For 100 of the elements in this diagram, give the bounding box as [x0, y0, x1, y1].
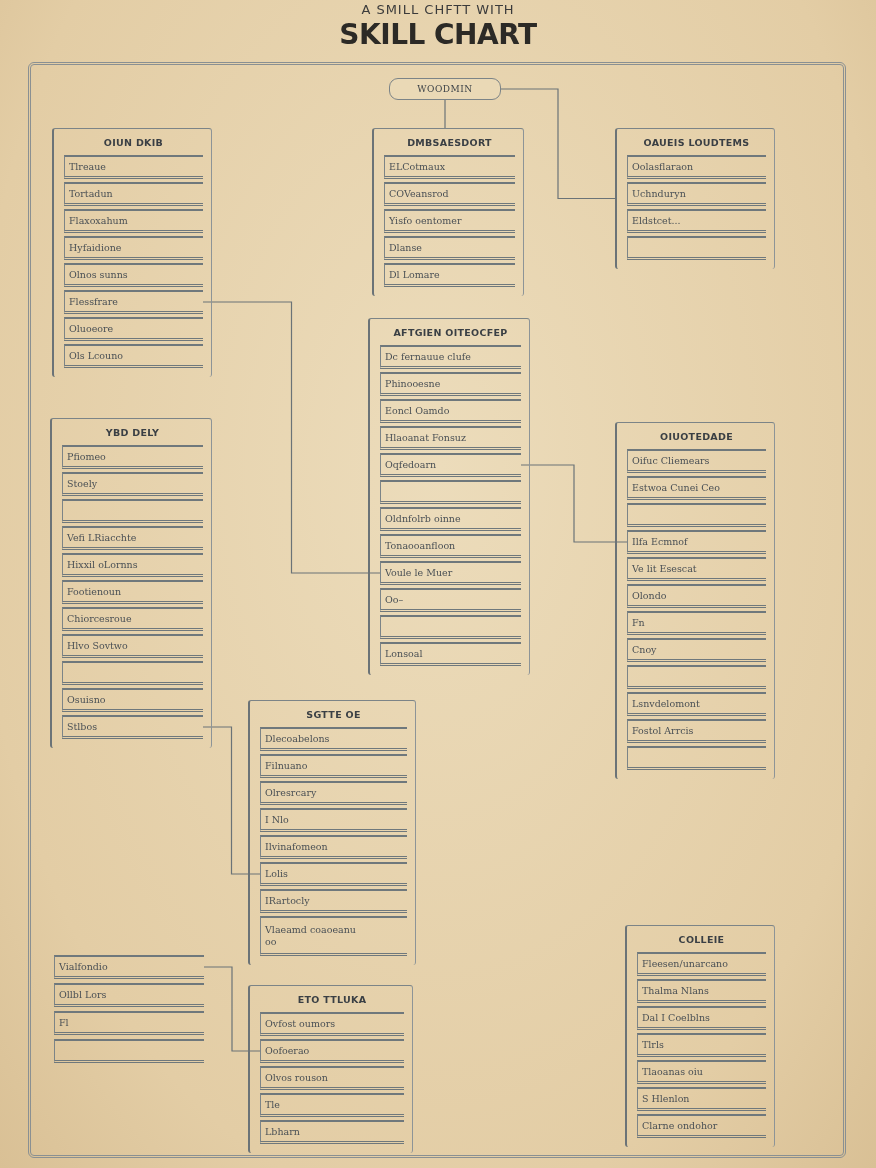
skill-label: Lsnvdelomont [632, 697, 700, 710]
connector-line [202, 301, 381, 574]
empty-skill-row [380, 480, 521, 504]
section-heading: OIUOTEDADE [660, 431, 733, 442]
skill-row [637, 1114, 766, 1138]
skill-label: Olondo [632, 589, 667, 602]
skill-label: Uchnduryn [632, 187, 686, 200]
skill-row [627, 692, 766, 716]
skill-row [62, 472, 203, 496]
section-heading: ETO TTLUKA [297, 994, 367, 1005]
skill-row [260, 862, 407, 886]
skill-label: Dal I Coelblns [642, 1011, 710, 1024]
skill-label: Olnos sunns [69, 268, 128, 281]
connector-line [444, 99, 446, 129]
skill-row [260, 1039, 404, 1063]
section-heading: AFTGIEN OITEOCFEP [393, 327, 508, 338]
skill-label: Tlrls [642, 1038, 664, 1051]
skill-label: Tlreaue [69, 160, 106, 173]
skill-row [62, 715, 203, 739]
skill-row [64, 317, 203, 341]
skill-label: Hlvo Sovtwo [67, 639, 128, 652]
empty-skill-row [380, 615, 521, 639]
section-heading: YBD DELY [105, 427, 160, 438]
skill-label: Stoely [67, 477, 98, 490]
skill-row [260, 1012, 404, 1036]
skill-row [384, 236, 515, 260]
skill-label: Phinooesne [385, 377, 441, 390]
skill-row [637, 1060, 766, 1084]
skill-label: Dc fernauue clufe [385, 350, 471, 363]
skill-label: Oolasflaraon [632, 160, 694, 173]
skill-row [64, 209, 203, 233]
skill-section [248, 700, 416, 965]
skill-label: Hlaoanat Fonsuz [385, 431, 466, 444]
skill-row [260, 1093, 404, 1117]
skill-row [62, 445, 203, 469]
skill-section [372, 128, 524, 296]
connector-line [202, 726, 261, 875]
skill-row [384, 182, 515, 206]
section-heading: DMBSAESDORT [407, 137, 492, 148]
skill-row [64, 344, 203, 368]
section-heading: OAUEIS LOUDTEMS [643, 137, 750, 148]
skill-row [64, 290, 203, 314]
skill-label: COVeansrod [389, 187, 449, 200]
skill-row [62, 607, 203, 631]
skill-row [64, 236, 203, 260]
skill-row [627, 449, 766, 473]
skill-label: Yisfo oentomer [389, 214, 462, 227]
title-pill: WOODMIN [389, 78, 501, 100]
skill-row [260, 835, 407, 859]
skill-row [627, 557, 766, 581]
skill-label: Fl [59, 1016, 69, 1029]
skill-row [380, 561, 521, 585]
skill-row [637, 952, 766, 976]
skill-row [637, 1033, 766, 1057]
skill-row [260, 1066, 404, 1090]
connector-line [500, 88, 616, 200]
skill-row [384, 209, 515, 233]
skill-label: ELCotmaux [389, 160, 446, 173]
skill-row [380, 507, 521, 531]
skill-label: Vialfondio [59, 960, 108, 973]
skill-label: Tlaoanas oiu [642, 1065, 703, 1078]
skill-label: Ovfost oumors [265, 1017, 336, 1030]
skill-row [627, 155, 766, 179]
skill-label: Cnoy [632, 643, 657, 656]
section-heading: SGTTE OE [306, 709, 361, 720]
skill-row [384, 155, 515, 179]
skill-row [380, 534, 521, 558]
skill-row [380, 588, 521, 612]
skill-row [380, 345, 521, 369]
skill-label: Oluoeore [69, 322, 114, 335]
empty-skill-row [627, 503, 766, 527]
skill-label: S Hlenlon [642, 1092, 690, 1105]
skill-row [627, 638, 766, 662]
skill-row [380, 372, 521, 396]
skill-label: Dl Lomare [389, 268, 440, 281]
connector-line [520, 464, 628, 543]
empty-skill-row [627, 665, 766, 689]
skill-label: Oofoerao [265, 1044, 310, 1057]
skill-row [62, 580, 203, 604]
skill-label: Hyfaidione [69, 241, 122, 254]
skill-row [62, 688, 203, 712]
skill-section [615, 128, 775, 269]
skill-label: Thalma Nlans [642, 984, 709, 997]
skill-label: Dlanse [389, 241, 422, 254]
skill-row [380, 399, 521, 423]
section-heading: OIUN DKIB [103, 137, 164, 148]
connector-line [203, 966, 261, 1052]
skill-row [260, 781, 407, 805]
skill-label: Flaxoxahum [69, 214, 128, 227]
skill-section [248, 985, 413, 1153]
skill-label: Oqfedoarn [385, 458, 437, 471]
skill-row [260, 754, 407, 778]
skill-label: Ilvinafomeon [265, 840, 328, 853]
skill-label: IRartocly [265, 894, 310, 907]
skill-row [637, 1087, 766, 1111]
skill-label: I Nlo [265, 813, 289, 826]
skill-label: Lolis [265, 867, 288, 880]
skill-label: Lonsoal [385, 647, 423, 660]
skill-row [54, 955, 204, 979]
skill-row [64, 263, 203, 287]
